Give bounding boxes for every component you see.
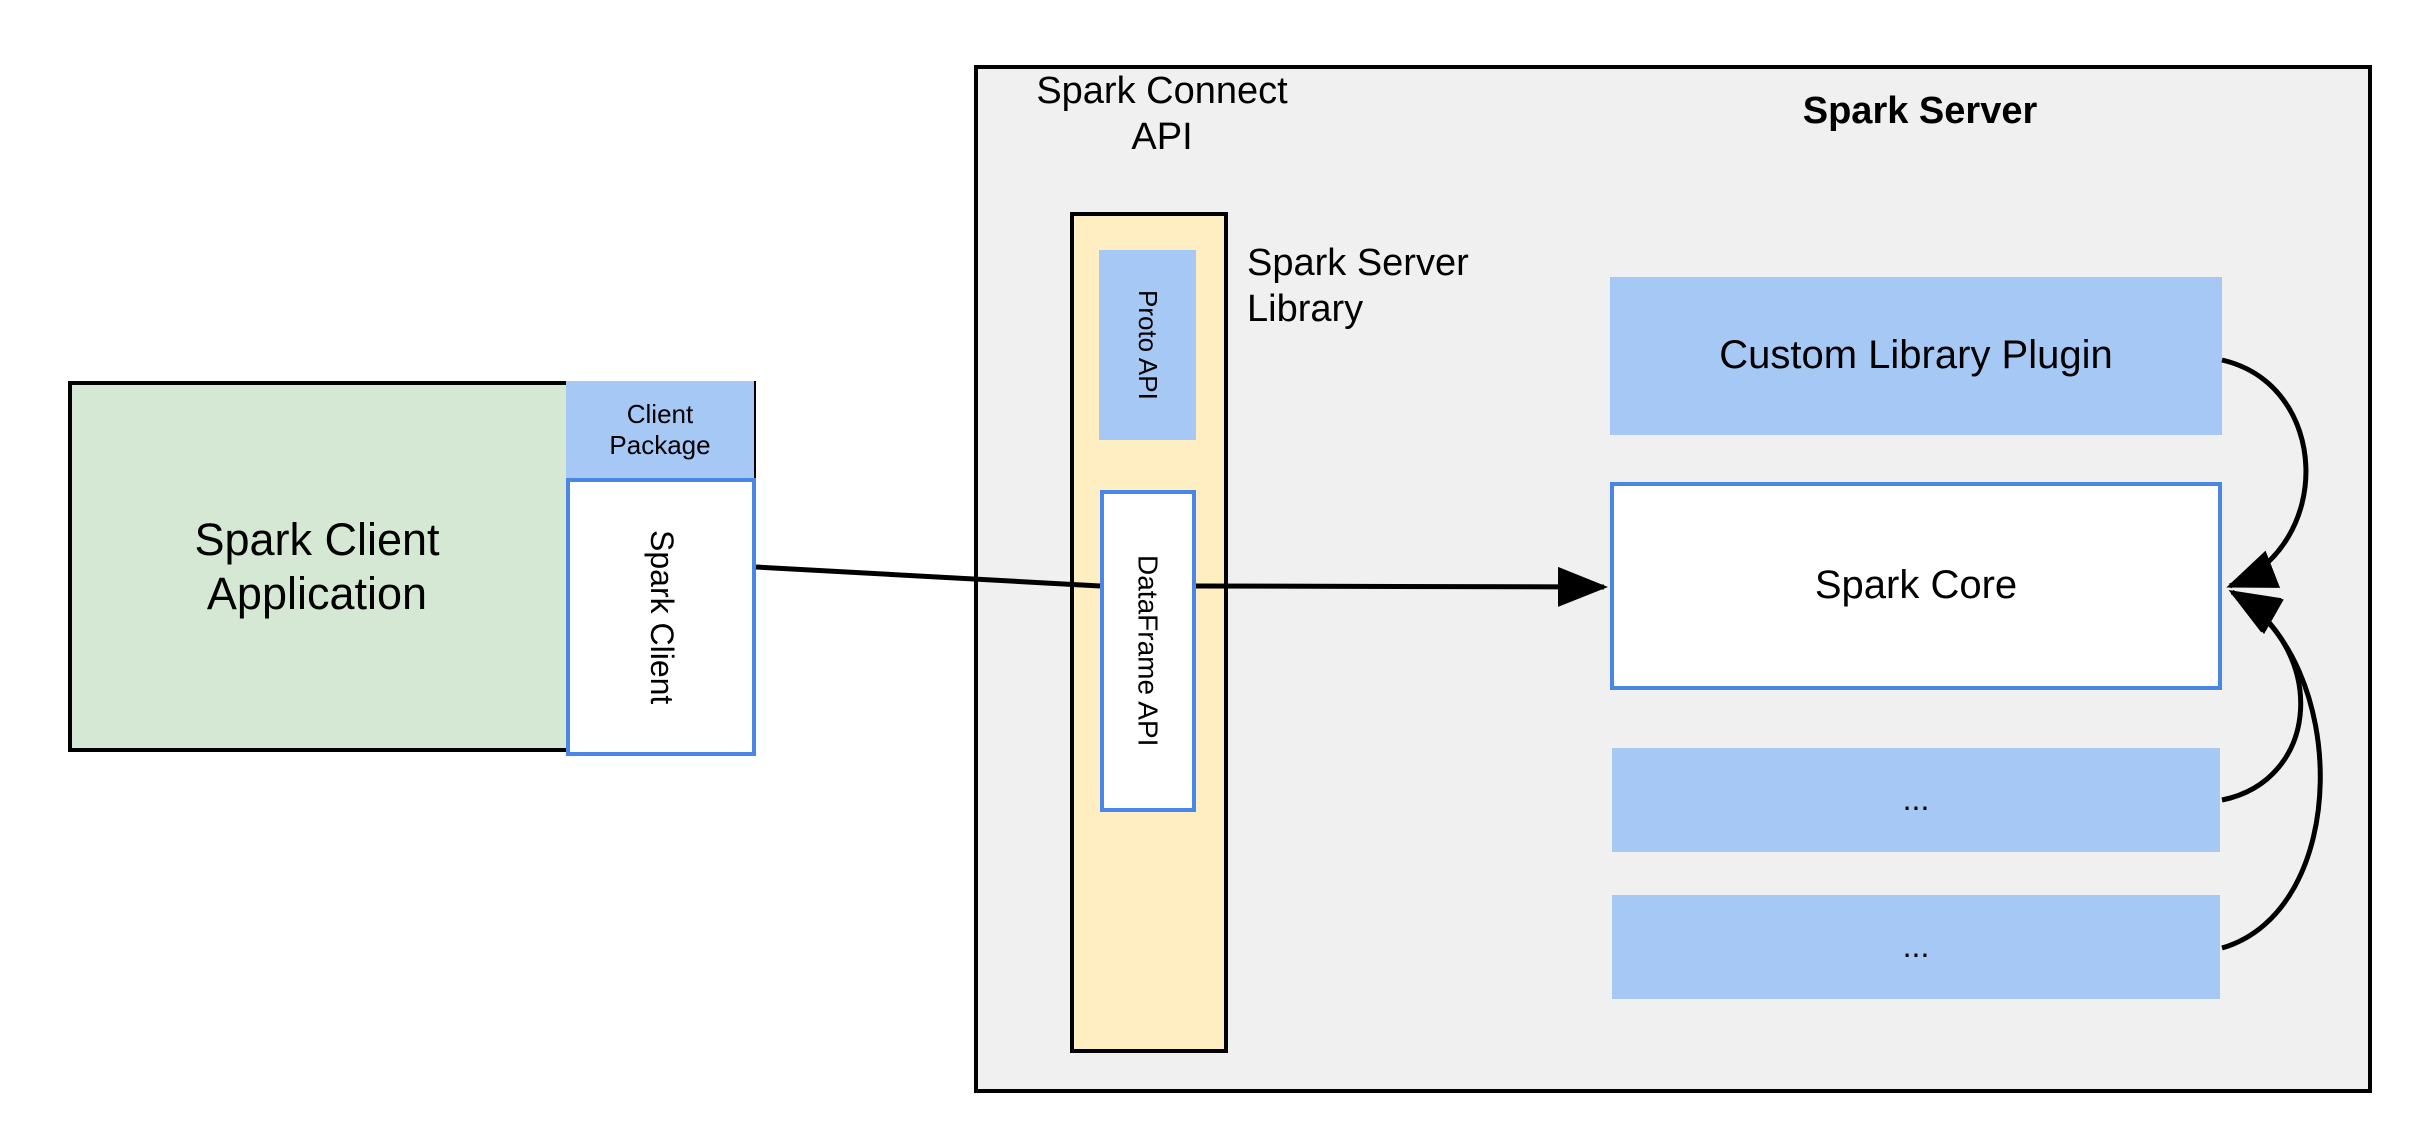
spark-server-title: Spark Server [1802,90,2038,132]
dataframe-api-label: DataFrame API [1132,555,1164,747]
custom-library-plugin-label: Custom Library Plugin [1719,333,2113,378]
custom-library-plugin-box[interactable]: Custom Library Plugin [1610,277,2222,435]
spark-client-label: Spark Client [643,529,680,705]
proto-api-label: Proto API [1132,290,1163,400]
app-label-line1: Spark Client [194,514,440,566]
placeholder-component-box-2[interactable]: ... [1612,895,2220,999]
spark-client-application-label: Spark Client Application [194,513,629,619]
client-package-label: Client Package [609,399,710,460]
placeholder-component-label-2: ... [1902,928,1930,965]
spark-connect-api-label: Spark Connect API [1012,68,1312,161]
spark-core-label: Spark Core [1814,563,2018,608]
server-library-label-line1: Spark Server [1247,242,1469,284]
connect-api-label-line1: Spark Connect [1036,70,1288,112]
proto-api-box[interactable]: Proto API [1099,250,1196,440]
spark-client-box[interactable]: Spark Client [566,478,756,756]
dataframe-api-box[interactable]: DataFrame API [1100,490,1196,812]
server-library-label-line2: Library [1247,288,1364,331]
connect-api-label-line2: API [1131,116,1193,159]
app-label-line2: Application [206,567,428,619]
client-package-label-line2: Package [609,429,711,460]
client-package-box[interactable]: Client Package [566,381,754,478]
spark-core-box[interactable]: Spark Core [1610,482,2222,690]
spark-server-library-label: Spark Server Library [1247,240,1587,333]
client-package-label-line1: Client [626,398,694,429]
placeholder-component-box-1[interactable]: ... [1612,748,2220,852]
placeholder-component-label-1: ... [1902,781,1930,818]
